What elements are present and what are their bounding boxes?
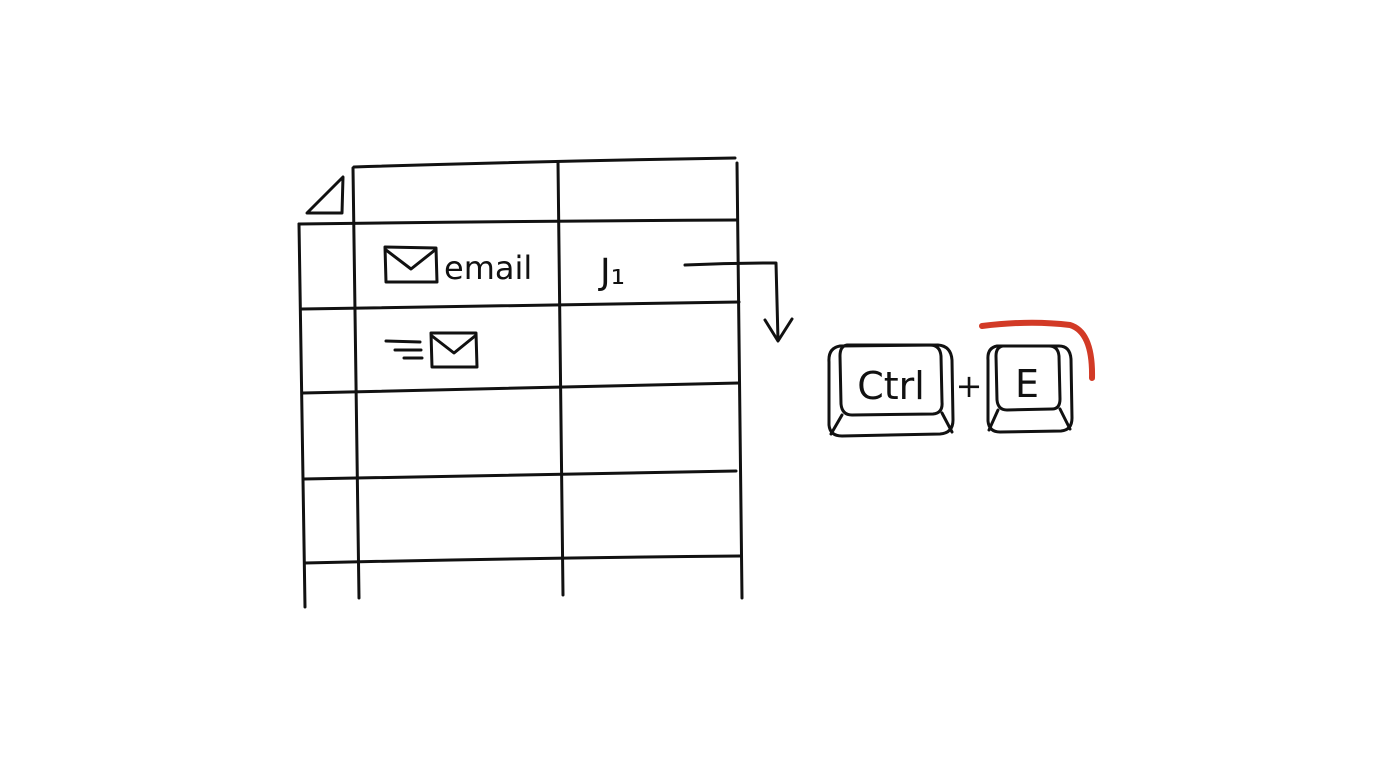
envelope-icon bbox=[383, 245, 439, 284]
grid-line-row3-bottom bbox=[302, 469, 738, 481]
grid-line-row1-bottom bbox=[300, 300, 741, 311]
keyboard-shortcut: Ctrl + E bbox=[827, 319, 1096, 438]
grid-line-row4-bottom bbox=[303, 554, 742, 565]
ctrl-key[interactable]: Ctrl bbox=[827, 343, 955, 438]
select-all-triangle-icon[interactable] bbox=[305, 175, 345, 215]
column-reference-label: J₁ bbox=[598, 252, 625, 293]
cell-email[interactable]: email bbox=[383, 245, 532, 287]
grid-line-top bbox=[352, 156, 737, 169]
e-key-label: E bbox=[1015, 362, 1039, 406]
spreadsheet-grid bbox=[297, 156, 744, 609]
highlight-stroke bbox=[979, 319, 1096, 381]
grid-line-col-a bbox=[351, 166, 361, 600]
e-key[interactable]: E bbox=[986, 344, 1074, 434]
plus-sign: + bbox=[956, 367, 983, 405]
grid-line-left bbox=[297, 222, 307, 609]
ctrl-key-label: Ctrl bbox=[857, 364, 925, 408]
grid-line-row2-bottom bbox=[301, 381, 741, 395]
grid-line-right bbox=[735, 161, 744, 600]
grid-line-header-bottom bbox=[297, 218, 739, 226]
send-email-icon bbox=[384, 331, 479, 369]
grid-line-col-b bbox=[556, 160, 565, 597]
email-label: email bbox=[444, 249, 532, 287]
cell-reference[interactable]: J₁ bbox=[598, 252, 625, 293]
flow-arrow bbox=[683, 261, 794, 343]
